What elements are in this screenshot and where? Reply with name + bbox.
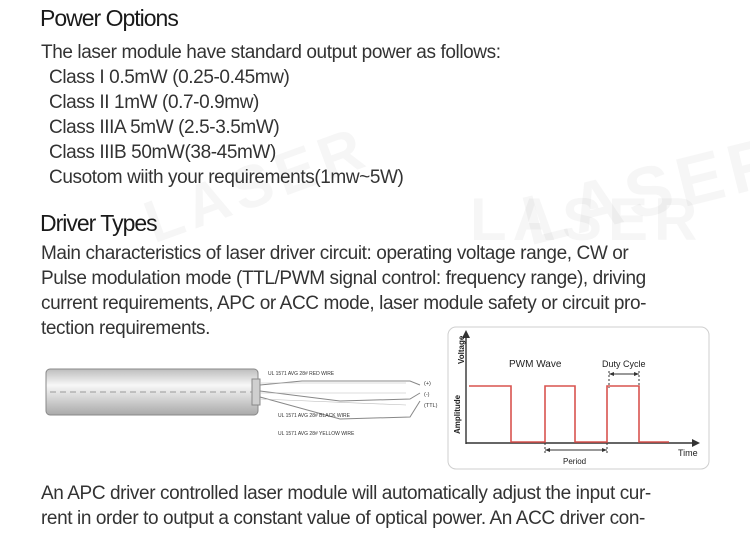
wire-label-black: UL 1571 AVG 28# BLACK WIRE: [278, 413, 351, 419]
driver-types-heading: Driver Types: [40, 210, 158, 236]
bottom-text-line: rent in order to output a constant value…: [41, 508, 645, 529]
time-label: Time: [678, 448, 698, 458]
duty-cycle-label: Duty Cycle: [602, 359, 646, 369]
driver-text-line: Pulse modulation mode (TTL/PWM signal co…: [41, 268, 646, 289]
wire-yellow: [259, 396, 421, 420]
driver-text-line: tection requirements.: [41, 318, 211, 339]
terminal-ttl: (TTL): [424, 403, 438, 409]
pwm-title: PWM Wave: [509, 359, 562, 370]
wire-black: [259, 390, 421, 402]
driver-text-line: current requirements, APC or ACC mode, l…: [41, 293, 647, 314]
wire-label-yellow: UL 1571 AVG 28# YELLOW WIRE: [278, 431, 355, 437]
driver-text-line: Main characteristics of laser driver cir…: [41, 243, 629, 264]
power-class-item: Class IIIA 5mW (2.5-3.5mW): [49, 117, 280, 138]
laser-module-diagram: UL 1571 AVG 28# RED WIRE UL 1571 AVG 28#…: [45, 368, 438, 437]
power-intro: The laser module have standard output po…: [41, 42, 501, 63]
terminal-plus: (+): [424, 381, 431, 387]
power-options-heading: Power Options: [40, 5, 179, 31]
voltage-label: Voltage: [457, 335, 466, 364]
pwm-wave-diagram: Voltage Amplitude PWM Wave Duty Cycle Pe…: [447, 326, 710, 470]
period-label: Period: [563, 457, 586, 466]
wire-label-red: UL 1571 AVG 28# RED WIRE: [268, 371, 335, 377]
power-class-item: Class IIIB 50mW(38-45mW): [49, 142, 276, 163]
pwm-wave-line: [469, 385, 669, 443]
terminal-minus: (-): [424, 392, 430, 398]
power-class-item: Class I 0.5mW (0.25-0.45mw): [49, 67, 290, 88]
amplitude-label: Amplitude: [453, 394, 462, 434]
power-class-item: Cusotom wiith your requirements(1mw~5W): [49, 167, 404, 188]
power-class-item: Class II 1mW (0.7-0.9mw): [49, 92, 259, 113]
bottom-text-line: An APC driver controlled laser module wi…: [41, 483, 651, 504]
